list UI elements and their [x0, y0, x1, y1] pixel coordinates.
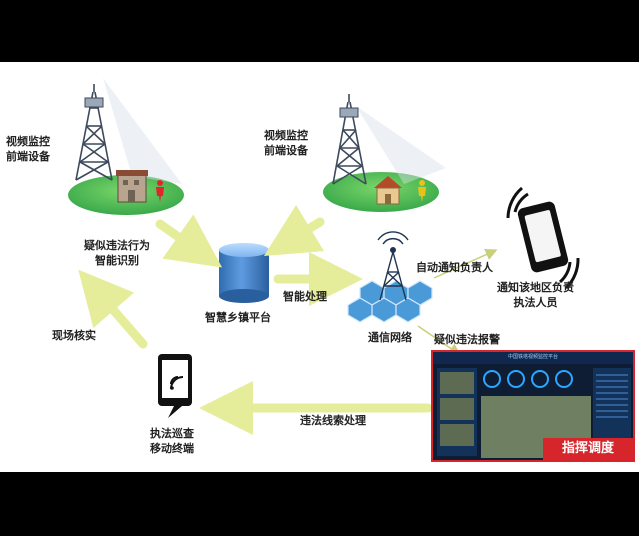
label-identify: 疑似违法行为智能识别 [84, 239, 150, 267]
smartphone-icon [506, 186, 580, 290]
tower-1-icon [75, 84, 113, 181]
arrow-tower1-to-platform [155, 214, 223, 268]
camera-beam-2 [356, 106, 446, 184]
dashboard-header [433, 352, 633, 364]
platform-cylinder [219, 243, 269, 303]
dashboard-gauge-4 [555, 370, 573, 388]
label-verify: 现场核实 [52, 329, 96, 342]
tower-2-scene [323, 94, 446, 212]
label-tower-2: 视频监控前端设备 [264, 129, 308, 157]
arrow-tower2-to-platform [263, 204, 325, 256]
label-processing: 智能处理 [283, 290, 327, 303]
label-alarm: 疑似违法报警 [434, 333, 500, 346]
label-platform: 智慧乡镇平台 [205, 311, 271, 324]
command-dashboard: 中国铁塔视频监控平台 指挥调度 [431, 350, 635, 462]
house-icon [374, 176, 402, 188]
network-icon [347, 231, 433, 323]
flow-arrows [78, 204, 433, 435]
diagram-canvas: 中国铁塔视频监控平台 指挥调度 视频监控前端设备 视频监控前端设备 疑似违法行为… [0, 62, 639, 472]
label-notify: 自动通知负责人 [416, 261, 493, 274]
label-phone: 通知该地区负责执法人员 [497, 281, 574, 309]
person-icon-1 [157, 180, 163, 186]
mobile-terminal-icon [158, 354, 192, 418]
dashboard-gauge-2 [507, 370, 525, 388]
dashboard-video-2 [440, 398, 474, 420]
arrow-network-to-phone [433, 248, 498, 279]
camera-beam-1 [103, 78, 182, 184]
dashboard-gauge-3 [531, 370, 549, 388]
person-icon-2 [419, 180, 425, 186]
label-clue: 违法线索处理 [300, 414, 366, 427]
dashboard-gauge-1 [483, 370, 501, 388]
dispatch-badge: 指挥调度 [543, 438, 633, 460]
arrow-terminal-to-site [78, 269, 148, 349]
label-network: 通信网络 [368, 331, 412, 344]
dashboard-video-3 [440, 424, 474, 446]
thin-arrows [417, 248, 498, 356]
dashboard-title: 中国铁塔视频监控平台 [507, 354, 558, 360]
tower-1-scene [68, 78, 184, 215]
diagram-graphics [68, 78, 580, 435]
label-tower-1: 视频监控前端设备 [6, 135, 50, 163]
arrow-network-to-dashboard [417, 325, 461, 356]
label-terminal: 执法巡查移动终端 [150, 427, 194, 455]
dashboard-video-1 [440, 372, 474, 394]
